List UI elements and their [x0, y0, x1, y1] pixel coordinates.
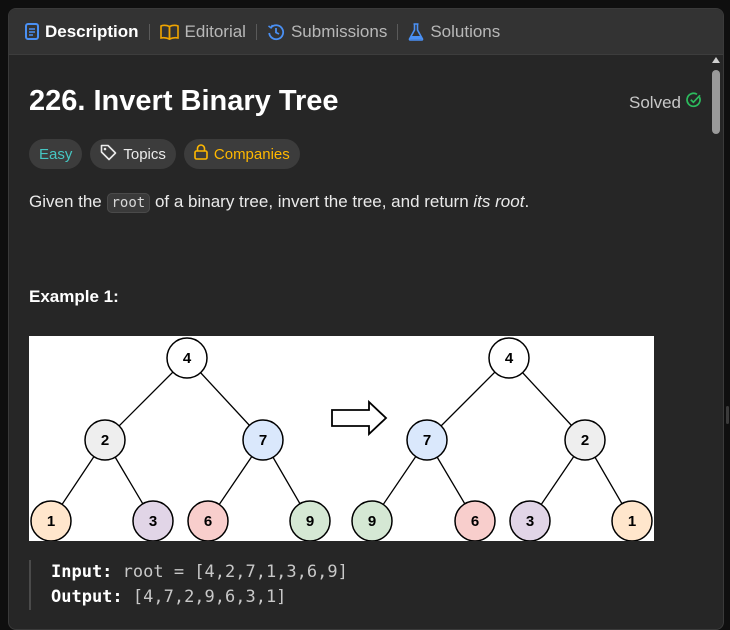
tree-node — [289, 500, 331, 541]
example-title: Example 1: — [29, 287, 119, 306]
tab-submissions[interactable]: Submissions — [261, 22, 393, 42]
arrow-right-icon — [331, 399, 388, 437]
problem-description: Given the root of a binary tree, invert … — [29, 192, 530, 213]
companies-button[interactable]: Companies — [183, 139, 300, 169]
tree-node — [166, 337, 208, 379]
right-tree: 4 7 2 9 6 3 1 — [351, 337, 653, 541]
example-io-block: Input: root = [4,2,7,1,3,6,9] Output: [4… — [29, 560, 348, 610]
tree-node-label: 1 — [47, 513, 55, 530]
scroll-thumb[interactable] — [712, 70, 720, 134]
history-icon — [267, 23, 285, 41]
tag-pills: Easy Topics Companies — [29, 139, 300, 169]
example-input-line: Input: root = [4,2,7,1,3,6,9] — [51, 560, 348, 585]
tree-node — [564, 419, 606, 461]
tree-node — [30, 500, 72, 541]
tree-node-label: 6 — [204, 513, 212, 530]
tree-node-label: 2 — [101, 432, 109, 449]
tree-node-label: 6 — [471, 513, 479, 530]
problem-panel: Description Editorial Submissions Soluti… — [8, 8, 724, 630]
tree-node-label: 2 — [581, 432, 589, 449]
scroll-up-arrow-icon[interactable] — [712, 57, 720, 63]
tab-editorial[interactable]: Editorial — [154, 22, 252, 42]
tree-node-label: 4 — [183, 350, 192, 367]
tree-node-label: 7 — [259, 432, 267, 449]
tree-node — [454, 500, 496, 541]
input-label: Input: — [51, 562, 113, 582]
tab-description[interactable]: Description — [19, 22, 145, 42]
tab-editorial-label: Editorial — [184, 21, 246, 41]
tree-node-label: 1 — [628, 513, 636, 530]
tree-node — [84, 419, 126, 461]
page-title: 226. Invert Binary Tree — [29, 85, 339, 117]
tree-node-label: 7 — [423, 432, 431, 449]
input-value: root = [4,2,7,1,3,6,9] — [112, 562, 348, 582]
book-icon — [159, 24, 179, 40]
description-icon — [25, 23, 39, 40]
tab-bar: Description Editorial Submissions Soluti… — [9, 9, 723, 55]
tree-node-label: 9 — [306, 513, 314, 530]
tree-node — [611, 500, 653, 541]
tree-node-label: 9 — [368, 513, 376, 530]
tree-node — [406, 419, 448, 461]
tab-solutions-label: Solutions — [430, 21, 501, 41]
output-value: [4,7,2,9,6,3,1] — [122, 587, 287, 607]
tree-node — [509, 500, 551, 541]
example-output-line: Output: [4,7,2,9,6,3,1] — [51, 585, 348, 610]
flask-icon — [408, 22, 424, 41]
description-text-before: Given the — [29, 192, 107, 211]
tab-separator — [255, 23, 257, 40]
tab-solutions[interactable]: Solutions — [402, 22, 506, 42]
tag-icon — [100, 144, 117, 165]
inline-code-root: root — [106, 193, 151, 213]
tree-node — [187, 500, 229, 541]
topics-label: Topics — [123, 145, 166, 163]
description-text-after: . — [524, 192, 530, 211]
left-tree: 4 2 7 1 3 6 9 — [30, 337, 331, 541]
lock-icon — [194, 144, 208, 164]
panel-resize-handle[interactable] — [726, 406, 729, 424]
tree-node-label: 3 — [526, 513, 534, 530]
solved-status: Solved — [629, 92, 702, 113]
check-circle-icon — [686, 92, 702, 113]
tree-node — [242, 419, 284, 461]
tree-node — [351, 500, 393, 541]
description-emphasis: its root — [473, 192, 525, 211]
tree-node — [488, 337, 530, 379]
tab-description-label: Description — [45, 21, 139, 41]
description-text-middle: of a binary tree, invert the tree, and r… — [150, 192, 474, 211]
tree-node-label: 3 — [149, 513, 157, 530]
tab-separator — [397, 23, 399, 40]
difficulty-label: Easy — [39, 145, 73, 163]
tab-submissions-label: Submissions — [290, 21, 388, 41]
tree-edges — [50, 357, 633, 522]
output-label: Output: — [51, 587, 123, 607]
tab-separator — [148, 23, 150, 40]
difficulty-badge[interactable]: Easy — [29, 139, 83, 169]
tree-node — [132, 500, 174, 541]
example-figure: 4 2 7 1 3 6 9 4 7 2 — [29, 336, 654, 541]
tree-node-label: 4 — [505, 350, 514, 367]
solved-label: Solved — [629, 92, 681, 112]
scrollbar[interactable] — [709, 55, 723, 629]
topics-button[interactable]: Topics — [90, 139, 176, 169]
companies-label: Companies — [213, 145, 290, 163]
